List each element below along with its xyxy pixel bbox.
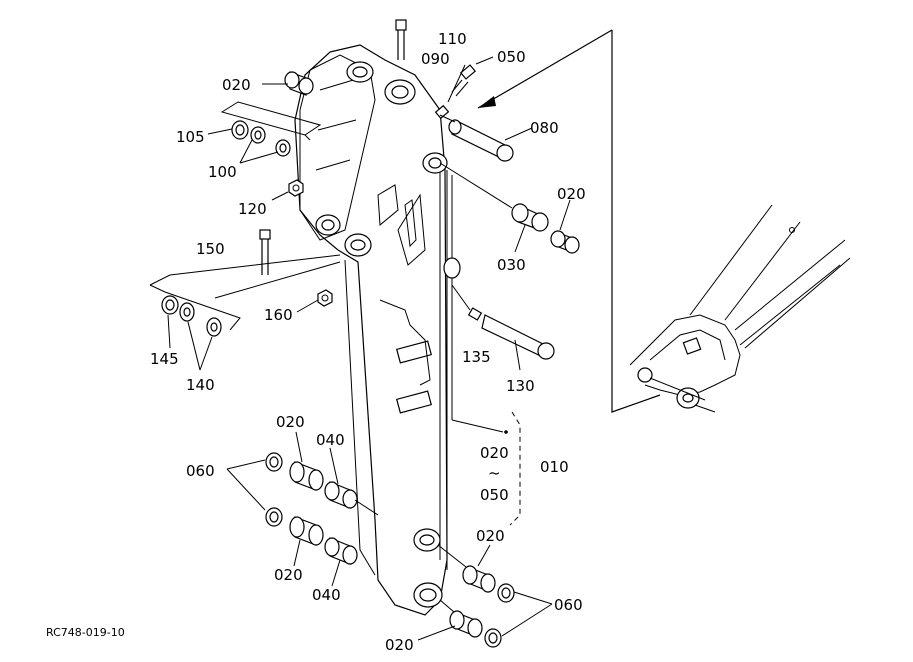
inset-view xyxy=(477,29,851,413)
leader-lines xyxy=(167,56,571,641)
label-050: 050 xyxy=(497,48,526,66)
label-130: 130 xyxy=(506,377,535,395)
label-080: 080 xyxy=(530,119,559,137)
bushing-030 xyxy=(511,203,549,232)
bolt-150 xyxy=(259,229,271,275)
label-060-b: 060 xyxy=(554,596,583,614)
pin-130 xyxy=(451,284,555,360)
label-090: 090 xyxy=(421,50,450,68)
label-150: 150 xyxy=(196,240,225,258)
label-020-a: 020 xyxy=(222,76,251,94)
label-020-d: 020 xyxy=(274,566,303,584)
shims-100-105 xyxy=(220,101,322,157)
label-135: 135 xyxy=(462,348,491,366)
label-tilde: ~ xyxy=(488,464,501,482)
label-100: 100 xyxy=(208,163,237,181)
label-020-c: 020 xyxy=(276,413,305,431)
pin-080 xyxy=(439,114,514,162)
label-110: 110 xyxy=(438,30,467,48)
grease-fitting xyxy=(434,64,477,120)
label-020-range: 020 xyxy=(480,444,509,462)
bushing-020-left-upper xyxy=(284,71,314,96)
nut-120 xyxy=(288,179,304,197)
label-010: 010 xyxy=(540,458,569,476)
range-bracket xyxy=(451,411,521,526)
label-060-a: 060 xyxy=(186,462,215,480)
label-105: 105 xyxy=(176,128,205,146)
label-145: 145 xyxy=(150,350,179,368)
lower-right-bushings xyxy=(437,544,515,648)
label-040-b: 040 xyxy=(312,586,341,604)
label-140: 140 xyxy=(186,376,215,394)
label-050-range: 050 xyxy=(480,486,509,504)
drawing-code: RC748-019-10 xyxy=(46,626,125,639)
label-020-e: 020 xyxy=(476,527,505,545)
bolt-110 xyxy=(395,19,407,60)
label-030: 030 xyxy=(497,256,526,274)
shims-140-145 xyxy=(149,254,341,337)
label-160: 160 xyxy=(264,306,293,324)
label-120: 120 xyxy=(238,200,267,218)
label-020-f: 020 xyxy=(385,636,414,654)
label-040-a: 040 xyxy=(316,431,345,449)
arm-body xyxy=(294,44,453,616)
nut-160 xyxy=(317,289,333,307)
bushing-020-right-upper xyxy=(439,162,580,254)
part-labels: 020 105 100 120 150 160 145 140 110 090 … xyxy=(46,30,586,654)
arm-bosses xyxy=(315,61,461,608)
lower-left-bushings xyxy=(265,452,379,565)
label-020-b: 020 xyxy=(557,185,586,203)
